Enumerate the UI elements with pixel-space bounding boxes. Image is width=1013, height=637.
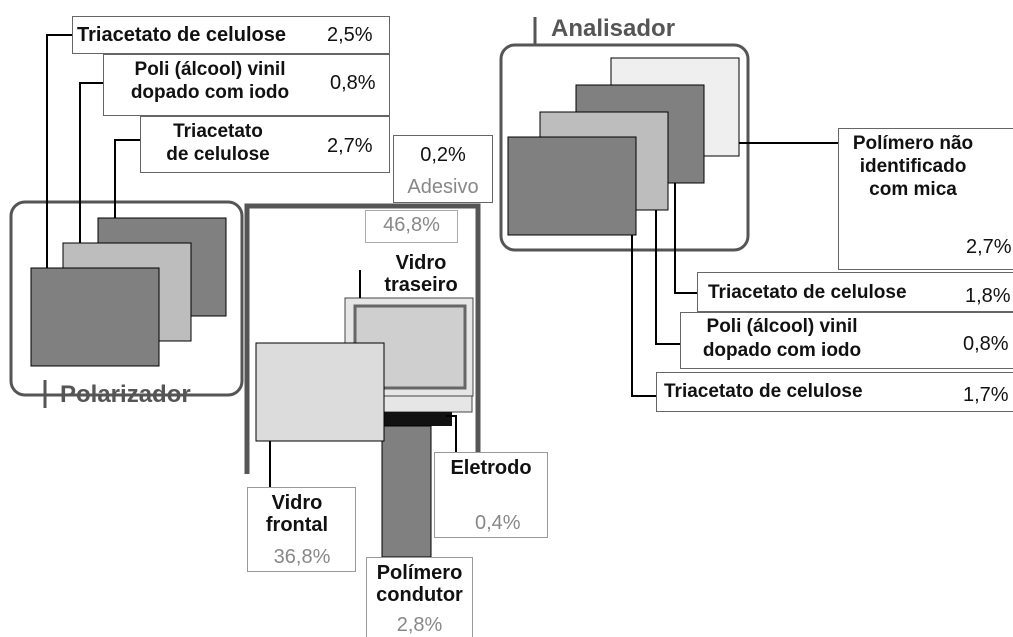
label-box-front-glass bbox=[247, 487, 356, 572]
polarizer-layer-front bbox=[30, 267, 160, 367]
electrode-label: Eletrodo bbox=[450, 457, 532, 479]
analyzer-layer-a-name: Triacetato de celulose bbox=[708, 282, 907, 303]
label-box-polarizer-layer-3 bbox=[140, 116, 390, 173]
label-box-polarizer-layer-1 bbox=[72, 16, 390, 54]
electrode-strip bbox=[382, 412, 452, 426]
analyzer-layer-b-name-line1: Poli (álcool) vinil bbox=[706, 316, 858, 337]
electrode-pct: 0,4% bbox=[475, 512, 521, 534]
unknown-polymer-pct: 2,7% bbox=[966, 236, 1012, 258]
conductive-polymer-block bbox=[381, 425, 432, 558]
leader-line-analyzer-a bbox=[674, 183, 697, 294]
rear-glass-label-line2: traseiro bbox=[384, 274, 458, 296]
label-box-rear-glass-pct bbox=[365, 210, 458, 243]
rear-glass-sub bbox=[381, 395, 473, 413]
leader-line-polarizer-1 bbox=[46, 34, 72, 268]
adhesive-pct: 0,2% bbox=[420, 144, 466, 166]
label-box-analyzer-b bbox=[680, 312, 1013, 369]
polarizer-layer-3-name-line1: Triacetato bbox=[173, 121, 263, 142]
analyzer-layer-c-name: Triacetato de celulose bbox=[664, 381, 863, 402]
polarizer-layer-1-pct: 2,5% bbox=[327, 24, 373, 46]
polarizer-layer-2-pct: 0,8% bbox=[330, 72, 376, 94]
polarizer-frame bbox=[9, 200, 244, 397]
label-box-analyzer-a bbox=[697, 272, 1013, 312]
analyzer-layer-front bbox=[507, 136, 637, 236]
front-glass-label-line2: frontal bbox=[265, 514, 329, 536]
leader-line-polarizer-3 bbox=[114, 139, 140, 218]
polarizer-layer-1-name: Triacetato de celulose bbox=[77, 24, 286, 46]
analyzer-layer-a-pct: 1,8% bbox=[965, 285, 1011, 307]
label-box-polarizer-layer-2 bbox=[103, 54, 390, 116]
leader-line-polarizer-2 bbox=[79, 82, 103, 243]
polarizer-layer-2-name-line1: Poli (álcool) vinil bbox=[134, 59, 286, 80]
leader-line-analyzer-b bbox=[655, 210, 680, 345]
polarizer-layer-2-name-line2: dopado com iodo bbox=[130, 82, 290, 103]
polarizer-layer-3-name-line2: de celulose bbox=[166, 144, 270, 165]
unknown-polymer-line2: identificado bbox=[859, 156, 967, 177]
front-glass bbox=[255, 342, 385, 442]
label-box-conductive-polymer bbox=[366, 557, 473, 637]
polarizer-layer-3-pct: 2,7% bbox=[327, 135, 373, 157]
conductive-polymer-label-line1: Polímero bbox=[376, 562, 463, 584]
conductive-polymer-pct: 2,8% bbox=[396, 614, 443, 636]
leader-line-electrode bbox=[446, 415, 457, 452]
cell-frame bbox=[244, 203, 481, 474]
adhesive-label: Adesivo bbox=[407, 176, 479, 198]
rear-glass-pct: 46,8% bbox=[383, 214, 440, 236]
front-glass-label-line1: Vidro bbox=[271, 492, 323, 514]
label-box-unknown-polymer bbox=[838, 128, 1013, 270]
analyzer-frame bbox=[499, 43, 750, 252]
conductive-polymer-label-line2: condutor bbox=[376, 584, 463, 606]
unknown-polymer-line1: Polímero não bbox=[852, 133, 974, 154]
polarizer-title: Polarizador bbox=[60, 381, 191, 408]
analyzer-layer-b-name-line2: dopado com iodo bbox=[702, 340, 862, 361]
analyzer-layer-c-pct: 1,7% bbox=[963, 384, 1009, 406]
rear-glass-label-line1: Vidro bbox=[395, 252, 447, 274]
label-box-adhesive bbox=[393, 135, 493, 203]
analyzer-title: Analisador bbox=[551, 15, 676, 42]
leader-line-analyzer-c bbox=[631, 235, 656, 397]
analyzer-layer-b-pct: 0,8% bbox=[963, 333, 1009, 355]
front-glass-pct: 36,8% bbox=[273, 546, 331, 568]
label-box-electrode bbox=[434, 452, 548, 538]
label-box-analyzer-c bbox=[656, 372, 1013, 412]
unknown-polymer-line3: com mica bbox=[869, 179, 957, 200]
